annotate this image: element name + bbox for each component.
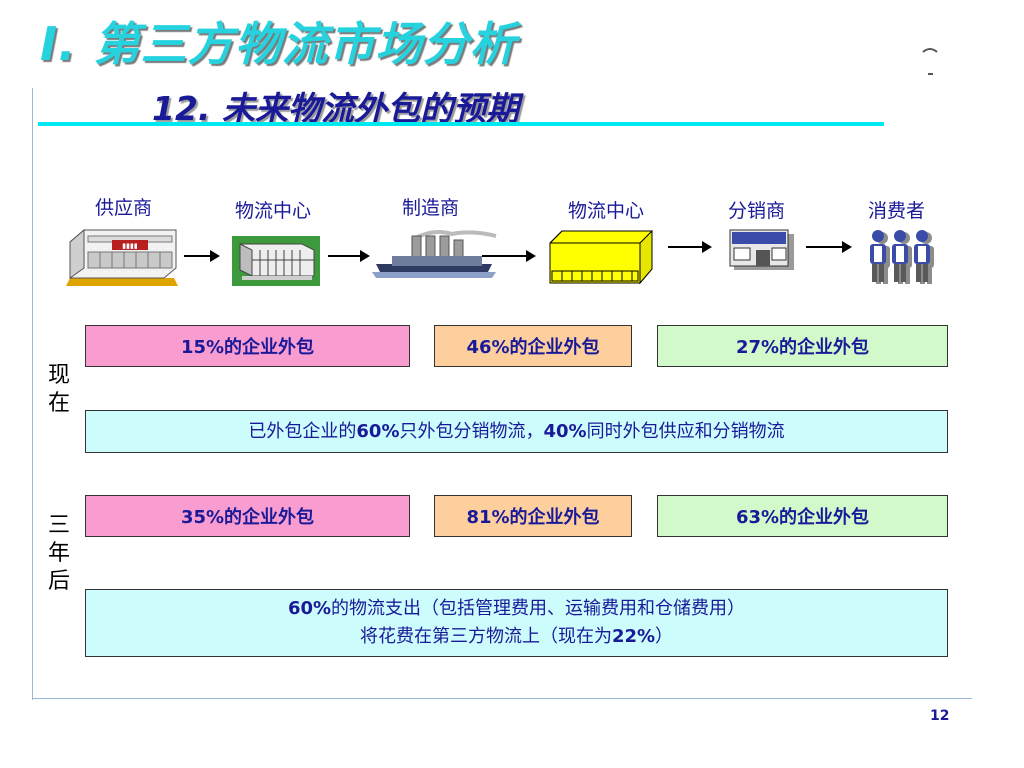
chain-label-consumer: 消费者 xyxy=(868,200,926,222)
factory-icon xyxy=(372,230,497,278)
now-manufacturer-outsourcing-box: 46%的企业外包 xyxy=(434,325,632,367)
future-note-line-2: 将花费在第三方物流上（现在为22%） xyxy=(359,626,674,647)
page-number: 12 xyxy=(930,708,950,724)
left-border-line xyxy=(32,88,33,700)
future-manufacturer-outsourcing-box: 81%的企业外包 xyxy=(434,495,632,537)
svg-text:▮▮▮▮: ▮▮▮▮ xyxy=(122,242,138,250)
now-distribution-outsourcing-box: 27%的企业外包 xyxy=(657,325,948,367)
distribution-center-icon xyxy=(549,229,653,285)
title-underline xyxy=(38,122,884,126)
future-label-char: 三年后 xyxy=(47,513,70,594)
now-supplier-outsourcing-box: 15%的企业外包 xyxy=(85,325,410,367)
supplier-building-icon: ▮▮▮▮ xyxy=(66,228,178,286)
future-note-line-1: 60%的物流支出（包括管理费用、运输费用和仓储费用） xyxy=(287,598,746,619)
consumers-icon xyxy=(870,230,934,284)
page-subtitle: 12. 未来物流外包的预期 xyxy=(152,89,519,128)
flow-arrow xyxy=(482,249,536,263)
now-note-box: 已外包企业的60%只外包分销物流，40%同时外包供应和分销物流 xyxy=(85,410,948,453)
future-note-box: 60%的物流支出（包括管理费用、运输费用和仓储费用） 将花费在第三方物流上（现在… xyxy=(85,589,948,657)
now-label-char: 现在 xyxy=(47,363,70,416)
page-title: I. 第三方物流市场分析 xyxy=(40,17,517,71)
flow-arrow xyxy=(668,240,712,254)
footer-line xyxy=(32,698,972,699)
future-label: 三年后 xyxy=(44,512,74,596)
store-icon xyxy=(729,229,794,270)
chain-label-supplier: 供应商 xyxy=(95,197,153,219)
future-supplier-outsourcing-box: 35%的企业外包 xyxy=(85,495,410,537)
now-note-text: 已外包企业的60%只外包分销物流，40%同时外包供应和分销物流 xyxy=(248,420,785,442)
chain-label-logistics-center-1: 物流中心 xyxy=(235,200,312,222)
warehouse-icon xyxy=(232,236,320,286)
corner-mark-icon xyxy=(922,48,938,75)
chain-label-distributor: 分销商 xyxy=(728,200,786,222)
flow-arrow xyxy=(806,240,852,254)
flow-arrow xyxy=(184,249,220,263)
chain-label-manufacturer: 制造商 xyxy=(402,197,460,219)
flow-arrow xyxy=(328,249,370,263)
future-distribution-outsourcing-box: 63%的企业外包 xyxy=(657,495,948,537)
chain-label-logistics-center-2: 物流中心 xyxy=(568,200,645,222)
now-label: 现在 xyxy=(44,362,74,418)
